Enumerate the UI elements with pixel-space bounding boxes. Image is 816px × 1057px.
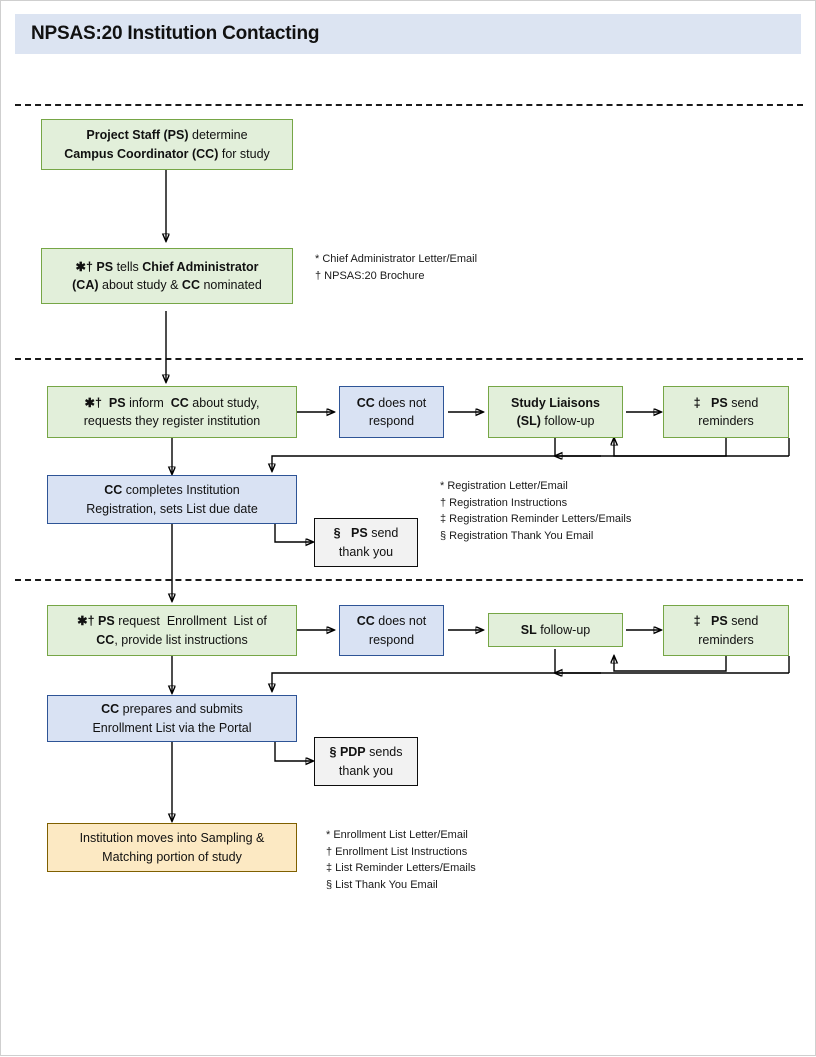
node-ps-determine-cc[interactable]: Project Staff (PS) determine Campus Coor… xyxy=(41,119,293,170)
node-line-1: ‡ PS send xyxy=(693,395,759,410)
node-line-1: ✱† PS tells Chief Administrator xyxy=(75,259,259,274)
node-line-2: thank you xyxy=(338,544,394,559)
footnotes-section-2: * Registration Letter/Email † Registrati… xyxy=(440,480,632,543)
node-line-2: Enrollment List via the Portal xyxy=(92,720,252,735)
node-line-1: ✱† PS inform CC about study, xyxy=(84,395,260,410)
footnotes-section-3: * Enrollment List Letter/Email † Enrollm… xyxy=(326,829,476,892)
node-line-2: reminders xyxy=(698,632,754,647)
node-line-2: thank you xyxy=(338,763,394,778)
node-line-2: (CA) about study & CC nominated xyxy=(72,278,262,292)
page-title: NPSAS:20 Institution Contacting xyxy=(31,23,320,44)
node-line-2: CC, provide list instructions xyxy=(96,632,248,647)
node-line-2: (SL) follow-up xyxy=(516,414,595,428)
page-title-band: NPSAS:20 Institution Contacting xyxy=(15,14,801,54)
footnotes-section-1: * Chief Administrator Letter/Email † NPS… xyxy=(315,253,478,282)
node-line-1: Study Liaisons xyxy=(511,395,600,410)
node-study-liaisons-follow-up[interactable]: Study Liaisons (SL) follow-up xyxy=(488,386,623,438)
node-cc-does-not-respond-2[interactable]: CC does not respond xyxy=(339,605,444,656)
node-ps-send-thank-you[interactable]: § PS send thank you xyxy=(314,518,418,567)
section-divider-2 xyxy=(15,358,803,360)
node-line-1: Institution moves into Sampling & xyxy=(79,831,265,846)
node-line-2: reminders xyxy=(698,414,754,428)
node-line-2: Registration, sets List due date xyxy=(86,501,258,516)
node-sl-follow-up[interactable]: SL follow-up xyxy=(488,613,623,647)
node-cc-completes-registration[interactable]: CC completes Institution Registration, s… xyxy=(47,475,297,524)
node-line-2: respond xyxy=(368,414,415,428)
node-line-1: Project Staff (PS) determine xyxy=(86,128,248,143)
node-line-1: SL follow-up xyxy=(520,622,591,637)
node-ps-send-reminders-2[interactable]: ‡ PS send reminders xyxy=(663,605,789,656)
node-line-1: ‡ PS send xyxy=(693,614,759,629)
node-cc-prepares-submits-list[interactable]: CC prepares and submits Enrollment List … xyxy=(47,695,297,742)
node-line-1: ✱† PS request Enrollment List of xyxy=(77,614,267,629)
node-ps-inform-cc-register[interactable]: ✱† PS inform CC about study, requests th… xyxy=(47,386,297,438)
node-line-2: Campus Coordinator (CC) for study xyxy=(64,146,270,161)
node-ps-tells-ca[interactable]: ✱† PS tells Chief Administrator (CA) abo… xyxy=(41,248,293,304)
node-line-1: CC prepares and submits xyxy=(101,702,243,717)
node-line-1: § PDP sends xyxy=(329,745,403,760)
section-divider-3 xyxy=(15,579,803,581)
node-line-2: requests they register institution xyxy=(83,414,261,428)
node-line-2: respond xyxy=(368,632,415,647)
node-institution-moves-sampling[interactable]: Institution moves into Sampling & Matchi… xyxy=(47,823,297,872)
node-line-1: CC does not xyxy=(356,395,427,410)
node-ps-send-reminders-1[interactable]: ‡ PS send reminders xyxy=(663,386,789,438)
section-divider-1 xyxy=(15,104,803,106)
node-line-1: § PS send xyxy=(333,526,399,541)
node-cc-does-not-respond-1[interactable]: CC does not respond xyxy=(339,386,444,438)
node-line-1: CC completes Institution xyxy=(104,483,240,498)
node-line-2: Matching portion of study xyxy=(102,849,242,864)
node-pdp-sends-thank-you[interactable]: § PDP sends thank you xyxy=(314,737,418,786)
node-ps-request-enrollment-list[interactable]: ✱† PS request Enrollment List of CC, pro… xyxy=(47,605,297,656)
node-line-1: CC does not xyxy=(356,614,427,629)
